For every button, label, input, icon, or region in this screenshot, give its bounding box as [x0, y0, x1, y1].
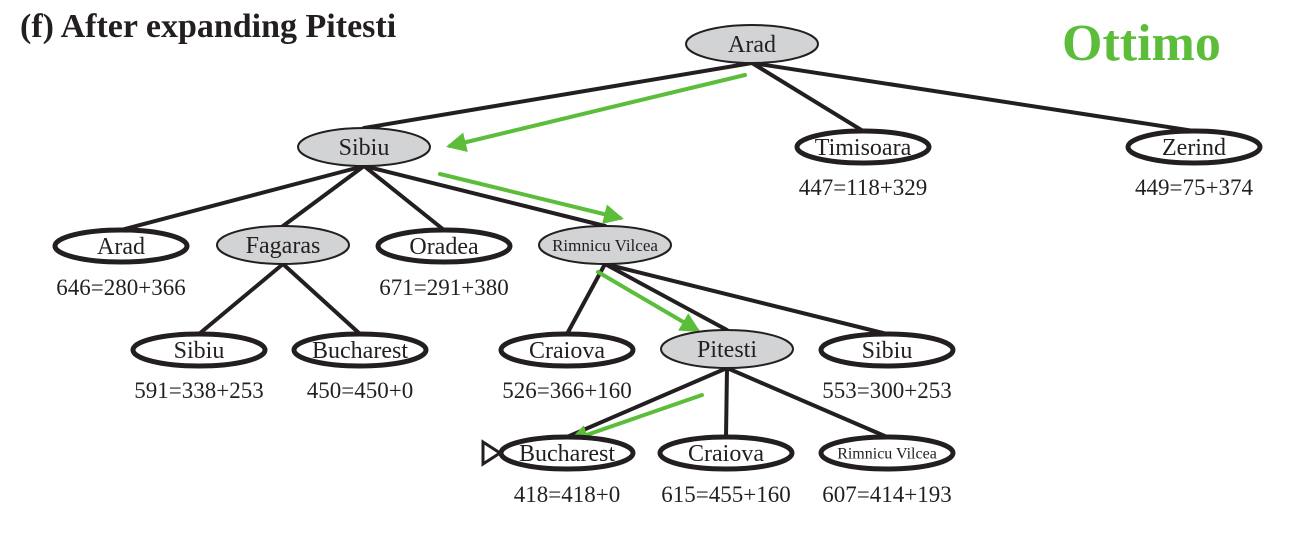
expanded-node-arad_root — [685, 24, 819, 64]
tree-node-fagaras: Fagaras — [216, 225, 350, 265]
path-arrow-rimnicu-pitesti — [596, 270, 701, 333]
tree-node-sibiu2: Sibiu 591=338+253 — [130, 331, 268, 403]
node-label: Sibiu — [174, 338, 225, 364]
edge-rimnicu-sibiu3 — [603, 262, 889, 336]
edge-arad_root-zerind — [750, 61, 1196, 133]
node-cost: 447=118+329 — [799, 175, 928, 200]
node-cost: 615=455+160 — [661, 482, 790, 507]
edge-rimnicu-craiova1 — [565, 262, 607, 336]
node-label: Bucharest — [312, 338, 408, 364]
tree-node-zerind: Zerind 449=75+374 — [1125, 128, 1263, 200]
node-label: Bucharest — [519, 441, 615, 467]
frontier-node-zerind — [1125, 128, 1263, 166]
frontier-node-bucharest1 — [291, 331, 429, 369]
edge-sibiu-rimnicu — [362, 164, 607, 228]
frontier-node-sibiu2 — [130, 331, 268, 369]
edge-sibiu-oradea — [362, 164, 446, 232]
node-cost: 449=75+374 — [1135, 175, 1253, 200]
figure-title: (f) After expanding Pitesti — [20, 8, 397, 45]
tree-node-rimnicu: Rimnicu Vilcea — [538, 225, 672, 265]
edge-sibiu-arad2 — [119, 164, 366, 232]
node-cost: 607=414+193 — [822, 482, 951, 507]
node-label: Rimnicu Vilcea — [837, 445, 937, 462]
node-cost: 450=450+0 — [307, 378, 413, 403]
edge-rimnicu-pitesti — [603, 262, 729, 332]
optimal-badge: Ottimo — [1062, 15, 1221, 72]
expanded-node-fagaras — [216, 225, 350, 265]
edge-sibiu-fagaras — [281, 164, 366, 228]
node-label: Pitesti — [697, 337, 757, 363]
node-label: Zerind — [1162, 135, 1226, 161]
node-label: Craiova — [688, 441, 764, 467]
node-label: Arad — [728, 32, 776, 58]
frontier-node-craiova1 — [498, 331, 636, 369]
edge-fagaras-bucharest1 — [281, 262, 362, 336]
path-arrows-layer — [438, 73, 747, 445]
tree-node-sibiu: Sibiu — [297, 127, 431, 167]
edge-arad_root-sibiu — [362, 61, 754, 130]
edge-pitesti-rimnicu2 — [725, 366, 889, 439]
tree-node-rimnicu2: Rimnicu Vilcea 607=414+193 — [818, 434, 956, 507]
node-cost: 418=418+0 — [514, 482, 620, 507]
tree-node-bucharest1: Bucharest 450=450+0 — [291, 331, 429, 403]
node-cost: 646=280+366 — [56, 275, 185, 300]
node-label: Sibiu — [339, 135, 390, 161]
path-arrow-pitesti-bucharest2 — [568, 393, 704, 445]
edge-pitesti-craiova2 — [724, 366, 729, 439]
node-cost: 526=366+160 — [502, 378, 631, 403]
frontier-node-sibiu3 — [818, 331, 956, 369]
frontier-node-craiova2 — [657, 434, 795, 472]
frontier-node-arad2 — [52, 227, 190, 265]
frontier-node-oradea — [375, 227, 513, 265]
node-label: Oradea — [409, 234, 479, 260]
node-label: Craiova — [529, 338, 605, 364]
tree-node-timisoara: Timisoara 447=118+329 — [794, 128, 932, 200]
frontier-node-rimnicu2 — [818, 434, 956, 472]
edge-pitesti-bucharest2 — [565, 366, 729, 439]
edges-layer — [119, 61, 1196, 439]
node-label: Arad — [97, 234, 145, 260]
expanded-node-pitesti — [660, 329, 794, 369]
node-cost: 671=291+380 — [379, 275, 508, 300]
path-arrow-sibiu-rimnicu — [438, 172, 624, 224]
node-label: Rimnicu Vilcea — [552, 236, 658, 255]
node-cost: 591=338+253 — [134, 378, 263, 403]
tree-node-sibiu3: Sibiu 553=300+253 — [818, 331, 956, 403]
tree-node-oradea: Oradea 671=291+380 — [375, 227, 513, 300]
tree-node-bucharest2: Bucharest 418=418+0 — [481, 434, 636, 507]
tree-node-arad2: Arad 646=280+366 — [52, 227, 190, 300]
node-cost: 553=300+253 — [822, 378, 951, 403]
goal-triangle-icon — [481, 439, 503, 467]
edge-arad_root-timisoara — [750, 61, 865, 133]
path-arrow-arad_root-sibiu — [446, 73, 747, 152]
frontier-node-timisoara — [794, 128, 932, 166]
node-label: Fagaras — [246, 233, 321, 259]
tree-node-pitesti: Pitesti — [660, 329, 794, 369]
edge-fagaras-sibiu2 — [197, 262, 285, 336]
node-label: Sibiu — [862, 338, 913, 364]
expanded-node-sibiu — [297, 127, 431, 167]
tree-node-arad_root: Arad — [685, 24, 819, 64]
expanded-node-rimnicu — [538, 225, 672, 265]
tree-node-craiova1: Craiova 526=366+160 — [498, 331, 636, 403]
node-label: Timisoara — [815, 135, 912, 161]
tree-node-craiova2: Craiova 615=455+160 — [657, 434, 795, 507]
